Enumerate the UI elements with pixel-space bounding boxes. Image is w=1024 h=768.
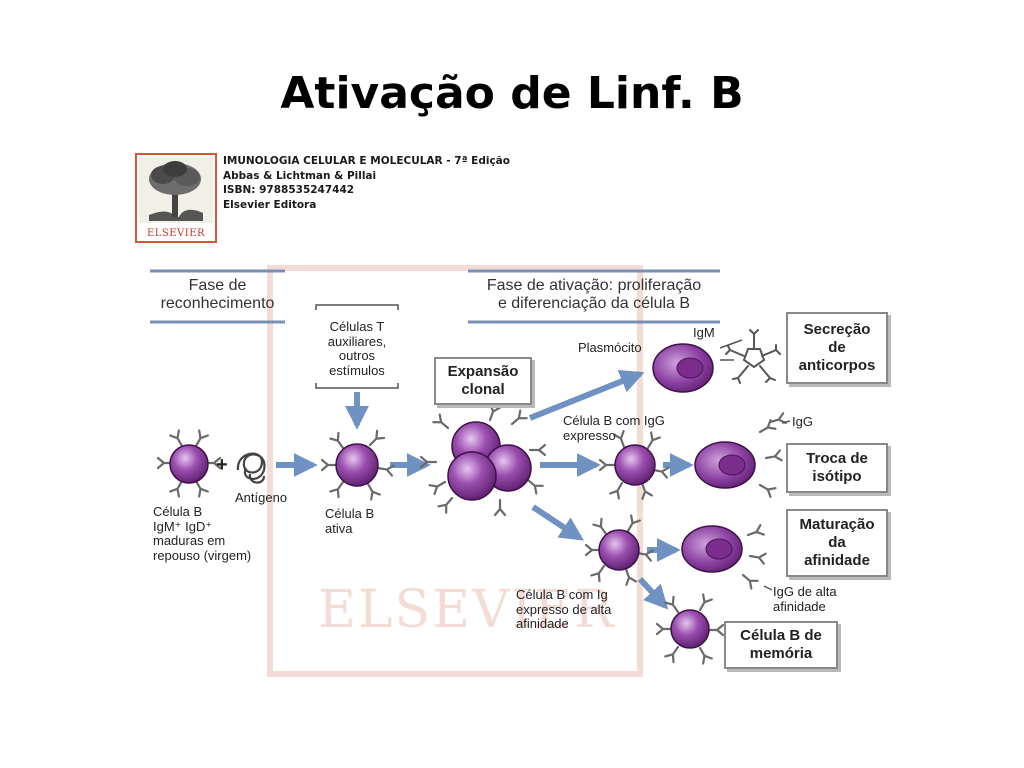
igg-cell-line2: expresso bbox=[563, 427, 616, 443]
helper-line4: estímulos bbox=[329, 362, 385, 378]
helper-line1: Células T bbox=[329, 319, 385, 334]
tree-icon bbox=[139, 157, 213, 223]
maturation-line3: afinidade bbox=[804, 552, 870, 569]
active-line1: Célula B bbox=[325, 506, 375, 521]
maturation-line2: da bbox=[828, 534, 846, 551]
phase-bar-recognition bbox=[150, 269, 285, 324]
arrow-to-plasmocyte bbox=[528, 369, 645, 421]
plasmocyte-label: Plasmócito bbox=[578, 340, 642, 355]
igg-high-line1: IgG de alta bbox=[773, 584, 837, 599]
antigen-label: Antígeno bbox=[235, 490, 288, 505]
memory-line2: memória bbox=[749, 645, 813, 662]
phase-recognition-line2: reconhecimento bbox=[160, 295, 275, 312]
helper-line2: auxiliares, bbox=[327, 333, 387, 349]
box-affinity-maturation: Maturação da afinidade bbox=[786, 509, 888, 577]
memory-b-cell bbox=[655, 593, 725, 665]
high-affinity-cell-label: Célula B com Ig expresso de alta afinida… bbox=[516, 587, 612, 632]
plus-sign: + bbox=[216, 454, 228, 476]
igg-b-cell bbox=[598, 430, 670, 500]
isotype-line1: Troca de bbox=[806, 450, 868, 467]
helper-bracket bbox=[315, 304, 399, 389]
phase-bar-activation bbox=[468, 269, 720, 324]
active-cell-label: Célula B ativa bbox=[325, 506, 375, 536]
resting-line2: IgM⁺ IgD⁺ bbox=[153, 518, 213, 534]
igm-label: IgM bbox=[693, 325, 715, 340]
arrow-high-affinity-to-memory bbox=[637, 576, 669, 610]
memory-line1: Célula B de bbox=[740, 627, 822, 644]
igg-label: IgG bbox=[792, 414, 813, 429]
slide-title: Ativação de Linf. B bbox=[280, 68, 744, 119]
active-b-cell bbox=[320, 429, 395, 501]
plasma-cell-high-affinity bbox=[681, 524, 773, 591]
resting-cell-label: Célula B IgM⁺ IgD⁺ maduras em repouso (v… bbox=[153, 504, 252, 563]
box-memory-b-cell: Célula B de memória bbox=[724, 621, 838, 669]
watermark-text: ELSEVIER bbox=[318, 580, 616, 640]
clonal-line1: Expansão bbox=[447, 363, 519, 380]
book-authors: Abbas & Lichtman & Pillai bbox=[223, 169, 377, 182]
secretion-line1: Secreção bbox=[803, 321, 871, 338]
clonal-expansion-cells bbox=[419, 403, 547, 517]
phase-recognition-line1: Fase de bbox=[188, 277, 247, 294]
high-affinity-b-cell bbox=[584, 514, 654, 586]
resting-line1: Célula B bbox=[153, 504, 203, 519]
box-antibody-secretion: Secreção de anticorpos bbox=[786, 312, 888, 384]
plasmocyte-igm bbox=[652, 339, 743, 393]
plasma-cell-igg bbox=[694, 412, 791, 498]
elsevier-logo: ELSEVIER bbox=[135, 153, 217, 243]
arrow-to-high-affinity-cell bbox=[531, 504, 585, 541]
helper-line3: outros bbox=[338, 348, 376, 363]
resting-line3: maduras em bbox=[153, 533, 226, 548]
high-aff-line2: expresso de alta bbox=[516, 601, 612, 617]
secretion-line2: de bbox=[828, 339, 846, 356]
high-aff-line3: afinidade bbox=[516, 616, 569, 631]
book-title: IMUNOLOGIA CELULAR E MOLECULAR - 7ª Ediç… bbox=[223, 155, 510, 167]
helper-stimuli-label: Células T auxiliares, outros estímulos bbox=[316, 319, 398, 378]
book-publisher: Elsevier Editora bbox=[223, 198, 317, 211]
igg-high-affinity-label: IgG de alta afinidade bbox=[773, 584, 837, 614]
igg-cell-line1: Célula B com IgG bbox=[563, 413, 665, 428]
maturation-line1: Maturação bbox=[799, 516, 875, 533]
elsevier-logo-text: ELSEVIER bbox=[146, 228, 206, 239]
igg-cell-label: Célula B com IgG expresso bbox=[563, 413, 665, 443]
active-line2: ativa bbox=[325, 520, 353, 536]
resting-b-cell bbox=[156, 429, 222, 498]
clonal-line2: clonal bbox=[461, 381, 505, 398]
book-info: IMUNOLOGIA CELULAR E MOLECULAR - 7ª Ediç… bbox=[223, 154, 510, 212]
phase-activation-line2: e diferenciação da célula B bbox=[497, 295, 691, 312]
high-aff-line1: Célula B com Ig bbox=[516, 587, 608, 602]
igm-pentamer-icon bbox=[725, 329, 781, 384]
phase-activation: Fase de ativação: proliferação e diferen… bbox=[468, 277, 720, 313]
antigen-icon bbox=[236, 452, 266, 484]
box-isotype-switch: Troca de isótipo bbox=[786, 443, 888, 493]
box-clonal-expansion: Expansão clonal bbox=[434, 357, 532, 405]
isotype-line2: isótipo bbox=[812, 468, 862, 485]
secretion-line3: anticorpos bbox=[798, 357, 876, 374]
resting-line4: repouso (virgem) bbox=[153, 547, 252, 563]
book-isbn: ISBN: 9788535247442 bbox=[223, 184, 355, 196]
phase-activation-line1: Fase de ativação: proliferação bbox=[486, 277, 702, 294]
igg-high-line2: afinidade bbox=[773, 598, 826, 614]
phase-recognition: Fase de reconhecimento bbox=[150, 277, 285, 313]
